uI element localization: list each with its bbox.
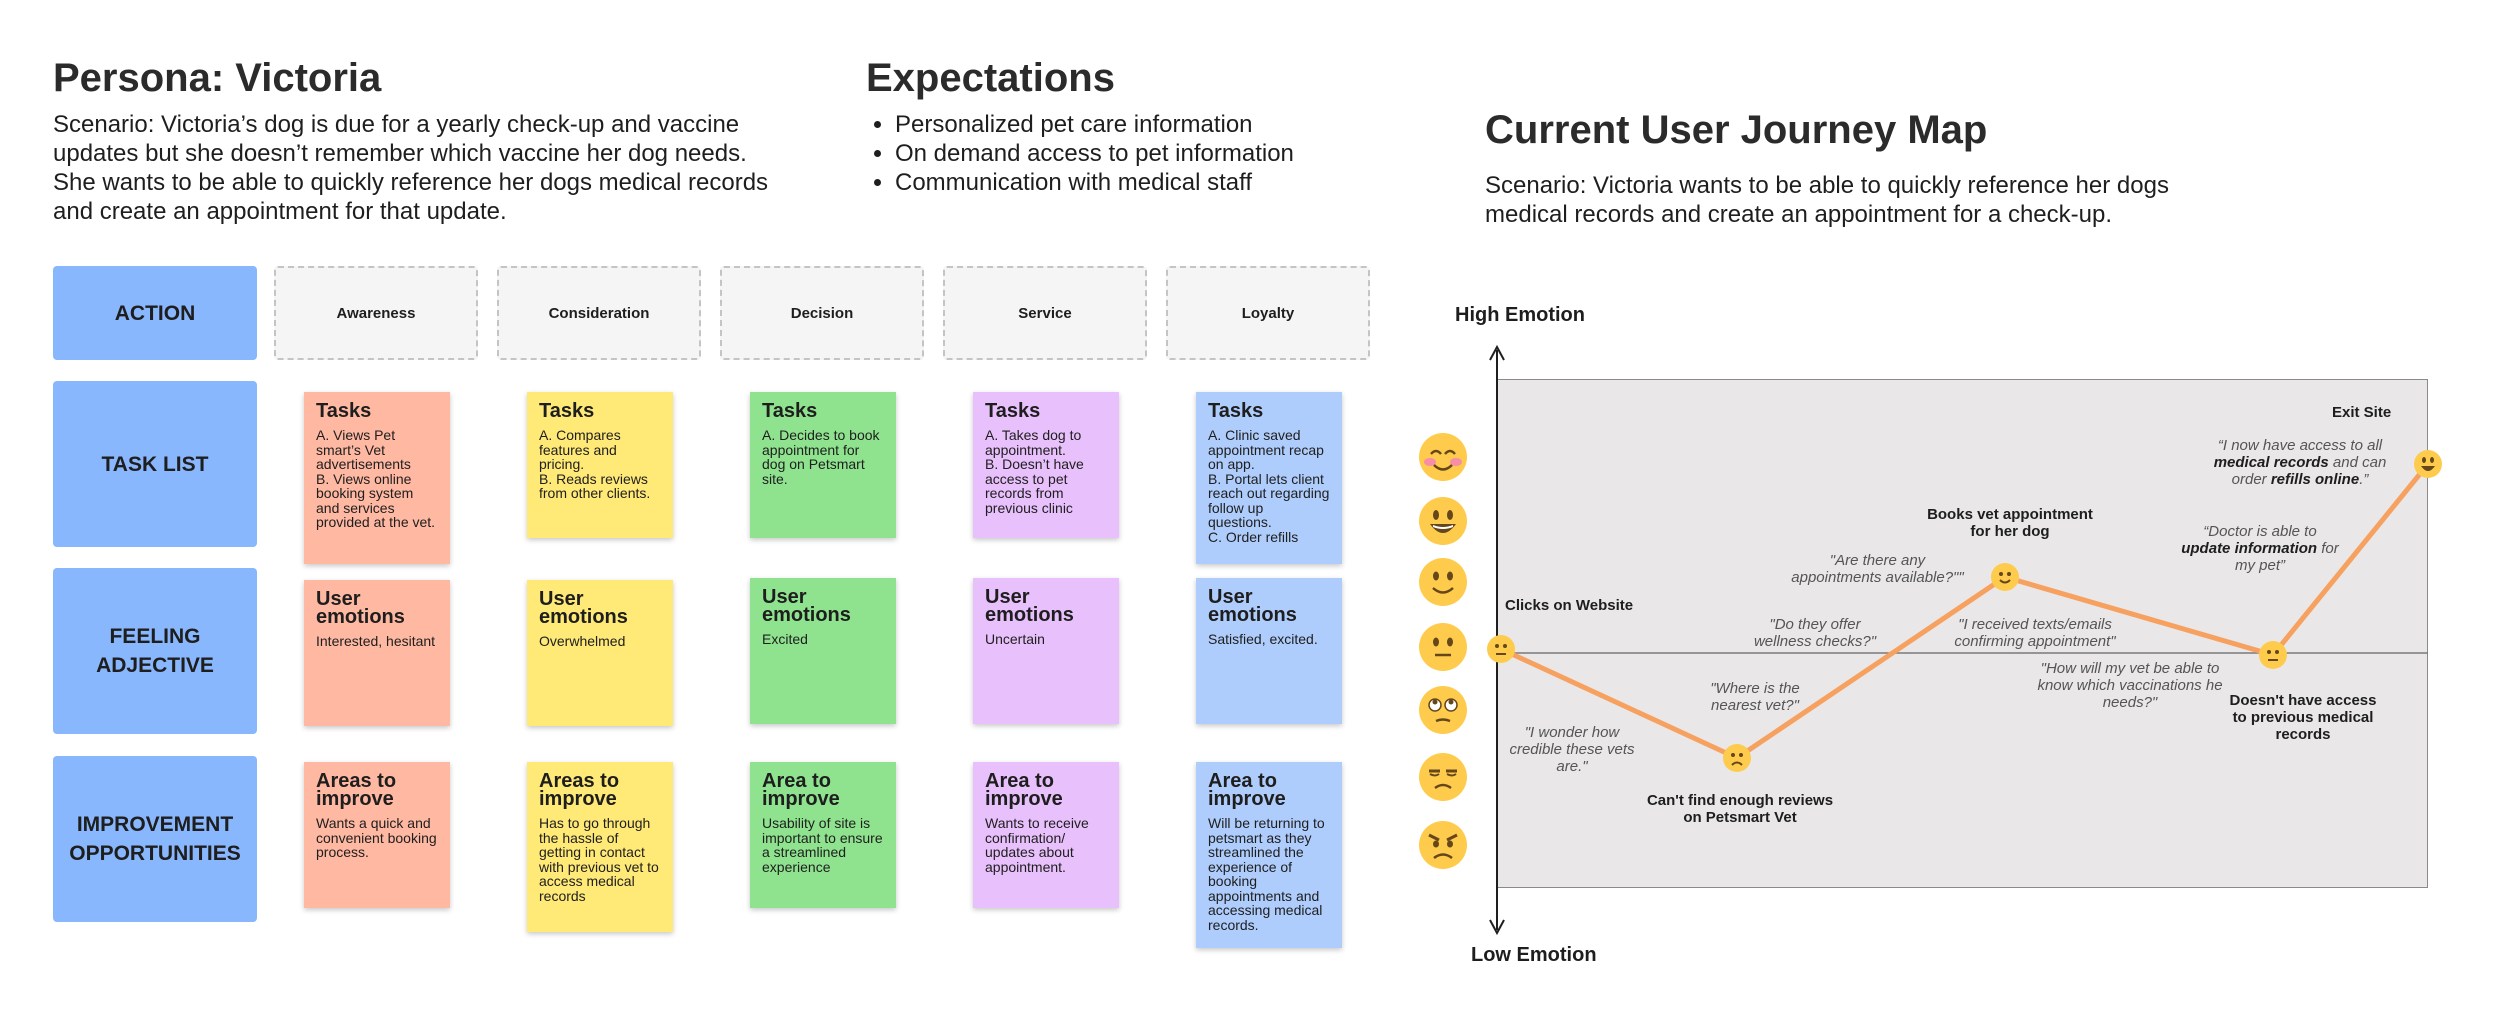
stage-loyalty: Loyalty: [1166, 266, 1370, 360]
sticky-emotion-awareness: User emotions Interested, hesitant: [304, 580, 450, 726]
sticky-heading: Tasks: [762, 400, 818, 422]
sticky-body: A. Decides to book appointment for dog o…: [762, 427, 880, 487]
high-emotion-label: High Emotion: [1455, 304, 1585, 326]
quote-access-records: “I now have access to all medical record…: [2213, 437, 2387, 488]
sticky-heading: Tasks: [1208, 400, 1264, 422]
sticky-heading: Area to improve: [762, 770, 840, 810]
sticky-body: Has to go through the hassle of getting …: [539, 815, 659, 904]
point-neutral-face-icon: [1487, 635, 1515, 663]
stage-awareness: Awareness: [274, 266, 478, 360]
sticky-body: A. Views Pet smart’s Vet advertisements …: [316, 427, 436, 530]
row-label-task-list: TASK LIST: [53, 381, 257, 547]
expectations-title: Expectations: [866, 56, 1115, 100]
sticky-heading: Area to improve: [985, 770, 1063, 810]
quote-appointments-available: "Are there any appointments available?"": [1791, 552, 1964, 586]
sticky-body: A. Takes dog to appointment. B. Doesn’t …: [985, 427, 1084, 516]
sticky-heading: Tasks: [985, 400, 1041, 422]
quote-wellness-checks: "Do they offer wellness checks?": [1753, 616, 1877, 650]
point-label-books-vet-appointment: Books vet appointment for her dog: [1927, 506, 2093, 540]
low-emotion-label: Low Emotion: [1471, 944, 1597, 966]
sticky-heading: User emotions: [985, 586, 1074, 626]
sticky-body: Overwhelmed: [539, 633, 626, 649]
journey-chart-area: [1497, 379, 2428, 888]
sticky-body: Interested, hesitant: [316, 633, 436, 649]
expectation-item: Personalized pet care information: [895, 110, 1294, 139]
point-label-no-previous-records: Doesn't have access to previous medical …: [2229, 692, 2377, 743]
sticky-task-consideration: Tasks A. Compares features and pricing. …: [527, 392, 673, 538]
sticky-heading: User emotions: [762, 586, 851, 626]
row-label-feeling-adjective: FEELING ADJECTIVE: [53, 568, 257, 734]
point-grinning-face-icon: [2414, 450, 2442, 478]
persona-scenario: Scenario: Victoria’s dog is due for a ye…: [53, 111, 769, 225]
axis-arrow-up: [1489, 344, 1505, 361]
journey-scenario: Scenario: Victoria wants to be able to q…: [1485, 172, 2169, 228]
stage-consideration: Consideration: [497, 266, 701, 360]
sticky-heading: Areas to improve: [539, 770, 620, 810]
stage-decision: Decision: [720, 266, 924, 360]
sticky-heading: Tasks: [316, 400, 372, 422]
point-frowning-face-icon: [1723, 744, 1751, 772]
point-slightly-smiling-face-icon: [1991, 563, 2019, 591]
sticky-task-awareness: Tasks A. Views Pet smart’s Vet advertise…: [304, 392, 450, 564]
sticky-improve-consideration: Areas to improve Has to go through the h…: [527, 762, 673, 932]
eye-roll-face-icon: [1419, 686, 1467, 734]
sticky-body: Wants to receive confirmation/ updates a…: [985, 815, 1089, 875]
sticky-emotion-loyalty: User emotions Satisfied, excited.: [1196, 578, 1342, 724]
sticky-emotion-service: User emotions Uncertain: [973, 578, 1119, 724]
sticky-body: A. Compares features and pricing. B. Rea…: [539, 427, 651, 501]
sticky-body: Usability of site is important to ensure…: [762, 815, 883, 875]
sticky-heading: Area to improve: [1208, 770, 1286, 810]
quote-received-texts: "I received texts/emails confirming appo…: [1954, 616, 2116, 650]
quote-nearest-vet: "Where is the nearest vet?": [1710, 680, 1800, 714]
quote-doctor-update: “Doctor is able to update information fo…: [2181, 523, 2339, 574]
sticky-task-decision: Tasks A. Decides to book appointment for…: [750, 392, 896, 538]
sticky-body: Satisfied, excited.: [1208, 631, 1318, 647]
sticky-task-loyalty: Tasks A. Clinic saved appointment recap …: [1196, 392, 1342, 564]
sticky-heading: User emotions: [539, 588, 628, 628]
sticky-body: Excited: [762, 631, 808, 647]
blushing-face-icon: [1419, 433, 1467, 481]
axis-arrow-down: [1489, 919, 1505, 936]
sticky-body: Will be returning to petsmart as they st…: [1208, 815, 1325, 933]
expectations-list: Personalized pet care information On dem…: [867, 110, 1294, 197]
point-label-exit-site: Exit Site: [2332, 404, 2392, 421]
sticky-heading: Areas to improve: [316, 770, 397, 810]
point-label-cant-find-reviews: Can't find enough reviews on Petsmart Ve…: [1646, 792, 1834, 826]
sticky-task-service: Tasks A. Takes dog to appointment. B. Do…: [973, 392, 1119, 538]
unamused-face-icon: [1419, 753, 1467, 801]
persona-title: Persona: Victoria: [53, 56, 382, 100]
sticky-body: Wants a quick and convenient booking pro…: [316, 815, 437, 860]
quote-credible-vets: "I wonder how credible these vets are.": [1509, 724, 1635, 775]
neutral-face-icon: [1419, 623, 1467, 671]
sticky-improve-awareness: Areas to improve Wants a quick and conve…: [304, 762, 450, 908]
slightly-smiling-face-icon: [1419, 558, 1467, 606]
stage-service: Service: [943, 266, 1147, 360]
journey-title: Current User Journey Map: [1485, 108, 1988, 152]
point-label-clicks-on-website: Clicks on Website: [1505, 597, 1634, 614]
sticky-heading: Tasks: [539, 400, 595, 422]
sticky-emotion-consideration: User emotions Overwhelmed: [527, 580, 673, 726]
expectation-item: On demand access to pet information: [895, 139, 1294, 168]
angry-face-icon: [1419, 821, 1467, 869]
row-label-action: ACTION: [53, 266, 257, 360]
grinning-face-icon: [1419, 497, 1467, 545]
sticky-improve-service: Area to improve Wants to receive confirm…: [973, 762, 1119, 908]
point-neutral-face-icon: [2259, 641, 2287, 669]
quote-how-will-vet-know: "How will my vet be able to know which v…: [2037, 660, 2223, 711]
expectation-item: Communication with medical staff: [895, 168, 1294, 197]
sticky-body: Uncertain: [985, 631, 1045, 647]
sticky-heading: User emotions: [1208, 586, 1297, 626]
sticky-improve-loyalty: Area to improve Will be returning to pet…: [1196, 762, 1342, 948]
row-label-improvement-opportunities: IMPROVEMENT OPPORTUNITIES: [53, 756, 257, 922]
sticky-improve-decision: Area to improve Usability of site is imp…: [750, 762, 896, 908]
sticky-body: A. Clinic saved appointment recap on app…: [1208, 427, 1330, 545]
sticky-emotion-decision: User emotions Excited: [750, 578, 896, 724]
sticky-heading: User emotions: [316, 588, 405, 628]
